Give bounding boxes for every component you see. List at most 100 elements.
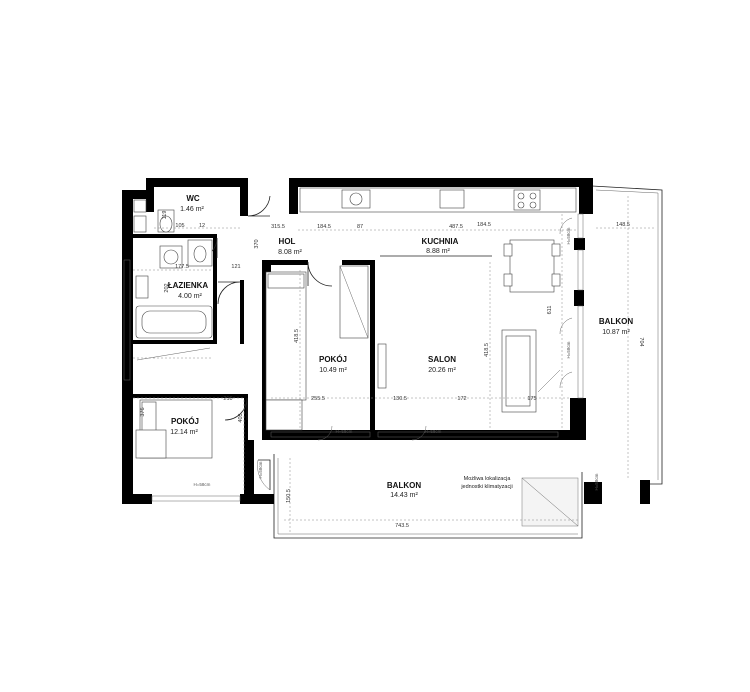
room-pokoj-left-name: POKÓJ <box>171 417 199 426</box>
wall-bottom-left2 <box>240 494 274 504</box>
dim-119: 119 <box>162 211 168 220</box>
room-pokoj-mid-area: 10.49 m² <box>319 367 347 374</box>
wall-wc-right <box>240 178 248 216</box>
door-balkon-bl <box>258 459 271 490</box>
windows <box>123 213 584 502</box>
hs-mark-1: H=58cm <box>336 429 353 434</box>
window-height-marks: H=58cm H=58cm H=58cm H=58cm H=58cm H=58c… <box>194 227 599 490</box>
door-pokoj-mid <box>307 261 333 287</box>
wall-bottom-mid <box>262 430 586 440</box>
room-salon-name: SALON <box>428 355 456 364</box>
hs-mark-7: H=58cm <box>594 473 599 490</box>
room-hol-name: HOL <box>279 237 296 246</box>
washer <box>133 215 147 233</box>
dim-175: 175 <box>527 396 536 402</box>
window-right-3 <box>577 305 584 399</box>
balcony-right-outline <box>591 185 663 485</box>
wall-right-bottom <box>570 398 586 440</box>
wall-lazienka-right <box>213 234 217 344</box>
dim-177-5: 177.5 <box>175 264 189 270</box>
ac-note-line2: jednostki klimatyzacji <box>460 484 512 490</box>
dim-87: 87 <box>357 224 363 230</box>
lamp-line <box>537 369 561 393</box>
dim-376: 376 <box>140 407 146 416</box>
dim-202: 202 <box>164 283 170 292</box>
dining-table <box>509 239 555 293</box>
wall-hall-left <box>240 280 244 344</box>
window-bottom-pokoj <box>270 431 371 438</box>
room-labels: WC 1.46 m² HOL 8.08 m² KUCHNIA 8.88 m² Ł… <box>168 194 634 499</box>
dim-405: 405 <box>238 413 244 422</box>
room-balkon-right-name: BALKON <box>599 317 633 326</box>
room-kuchnia-area: 8.88 m² <box>426 248 450 255</box>
wall-top-left <box>122 190 154 199</box>
window-right-2 <box>577 249 584 291</box>
wall-pier-bl <box>244 440 254 504</box>
sink-wc <box>133 199 147 213</box>
dim-418-5-a: 418.5 <box>294 329 300 343</box>
wall-bottom-left <box>122 494 152 504</box>
dim-370: 370 <box>254 239 260 248</box>
wall-right-top <box>579 178 593 214</box>
dim-148-5: 148.5 <box>616 222 630 228</box>
furniture <box>133 187 579 527</box>
shelf-lazienka <box>135 275 149 299</box>
desk-pokoj-left <box>135 429 167 459</box>
room-balkon-bottom-name: BALKON <box>387 481 421 490</box>
kitchen-hob <box>513 189 541 211</box>
dim-150-5: 150.5 <box>286 489 292 503</box>
wall-left <box>122 190 133 502</box>
hs-mark-5: H=58cm <box>566 227 571 244</box>
walls <box>122 178 650 504</box>
door-entry <box>247 195 271 217</box>
dim-121: 121 <box>231 264 240 270</box>
dim-743-5: 743.5 <box>395 523 409 529</box>
tv-unit <box>377 343 387 389</box>
hs-mark-6: H=58cm <box>566 341 571 358</box>
window-bottom-salon <box>377 431 559 438</box>
room-balkon-right-area: 10.87 m² <box>602 329 630 336</box>
window-right-1 <box>577 213 584 239</box>
kitchen-sink-2 <box>439 189 465 209</box>
desk-pokoj-mid <box>265 399 303 431</box>
wall-right-pier1 <box>574 238 585 250</box>
wall-pokoj-left-right <box>244 394 248 444</box>
door-lazienka <box>217 281 241 305</box>
dim-704: 704 <box>638 337 644 346</box>
room-balkon-bottom-area: 14.43 m² <box>390 492 418 499</box>
hs-mark-4: H=58cm <box>258 461 263 478</box>
room-lazienka-name: ŁAZIENKA <box>168 281 209 290</box>
wall-balkon-corner2 <box>640 480 650 504</box>
room-salon-area: 20.26 m² <box>428 367 456 374</box>
room-wc-name: WC <box>186 194 200 203</box>
dim-184-5-a: 184.5 <box>317 224 331 230</box>
wall-pokoj-top-r <box>342 260 374 265</box>
wall-right-pier2 <box>574 290 584 306</box>
wall-pokoj-top <box>262 260 308 265</box>
dim-255-5: 255.5 <box>311 396 325 402</box>
room-wc-area: 1.46 m² <box>180 206 204 213</box>
wall-wc-bottom <box>133 234 217 238</box>
dim-315-5: 315.5 <box>271 224 285 230</box>
door-balkon-right-arcs <box>559 217 573 389</box>
dim-418-5-b: 418.5 <box>484 343 490 357</box>
door-balkon-arcs <box>317 425 427 441</box>
dim-210: 210 <box>223 396 232 402</box>
room-kuchnia-name: KUCHNIA <box>422 237 459 246</box>
bed-pokoj-mid <box>265 271 307 401</box>
wall-lazienka-bottom <box>133 340 217 344</box>
dim-487-5: 487.5 <box>449 224 463 230</box>
wall-wc-top <box>146 178 248 187</box>
window-left <box>123 259 131 381</box>
window-bottom-left <box>151 495 241 502</box>
wall-pokoj-left-top <box>133 394 247 398</box>
dim-611: 611 <box>547 306 553 315</box>
wall-top-stub <box>289 178 298 214</box>
room-pokoj-left-area: 12.14 m² <box>170 429 198 436</box>
ac-note-line1: Możliwa lokalizacja <box>464 476 512 482</box>
room-pokoj-mid-name: POKÓJ <box>319 355 347 364</box>
hs-mark-2: H=58cm <box>425 429 442 434</box>
dim-105: 105 <box>175 223 184 229</box>
dim-184-5-b: 184.5 <box>477 222 491 228</box>
